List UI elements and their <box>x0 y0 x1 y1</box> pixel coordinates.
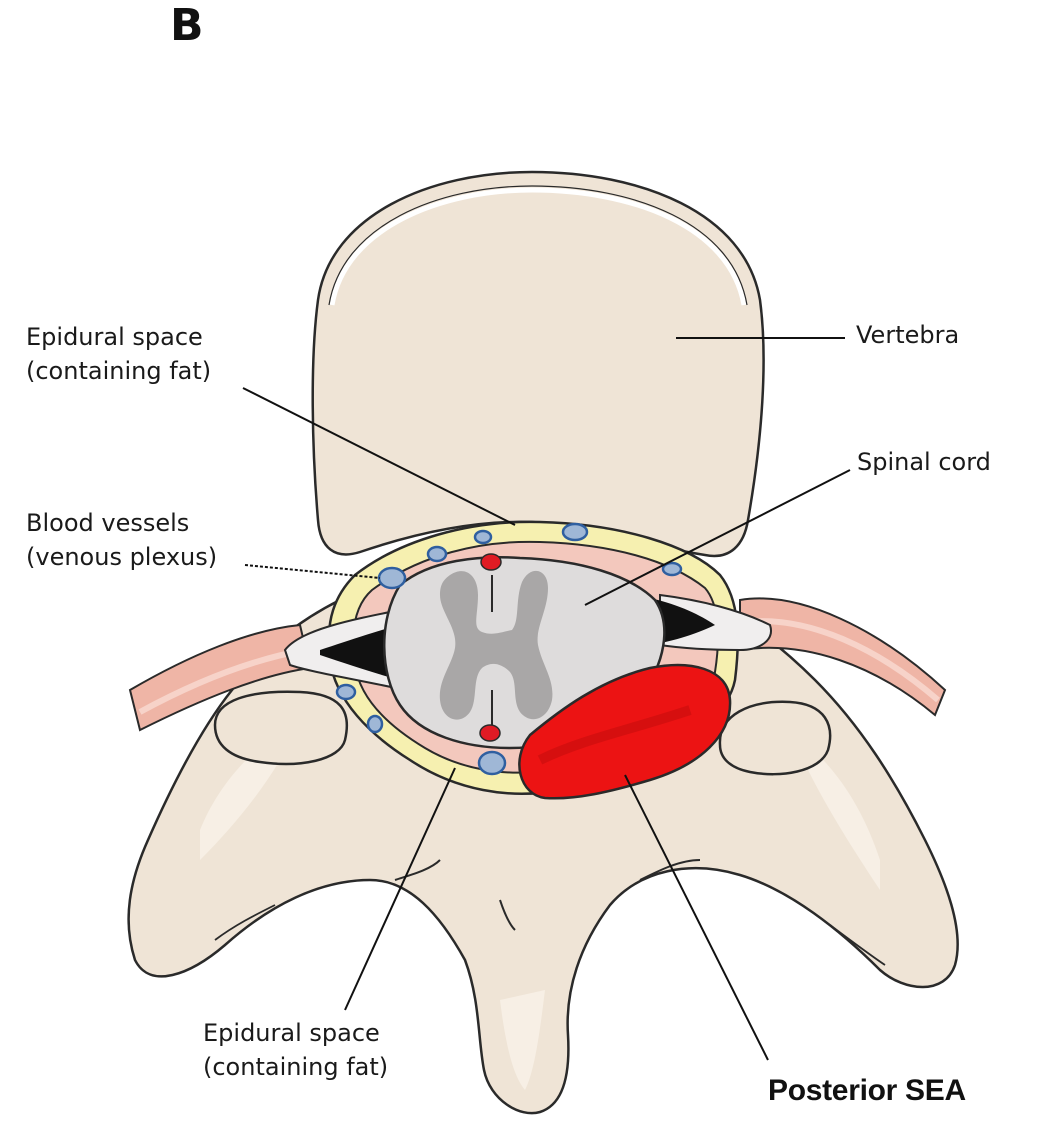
label-epidural-space-top-line2: (containing fat) <box>26 354 211 388</box>
label-spinal-cord: Spinal cord <box>857 445 991 479</box>
vein <box>379 568 405 588</box>
vein <box>563 524 587 540</box>
vein <box>428 547 446 561</box>
label-epidural-space-bottom-line1: Epidural space <box>203 1016 388 1050</box>
vein <box>475 531 491 543</box>
label-blood-vessels: Blood vessels (venous plexus) <box>26 506 217 574</box>
articular-process-left <box>215 692 347 764</box>
label-epidural-space-bottom: Epidural space (containing fat) <box>203 1016 388 1084</box>
vein <box>368 716 382 732</box>
label-blood-vessels-line2: (venous plexus) <box>26 540 217 574</box>
anterior-spinal-artery <box>481 554 501 570</box>
posterior-spinal-artery <box>480 725 500 741</box>
label-vertebra: Vertebra <box>856 318 959 352</box>
label-epidural-space-top: Epidural space (containing fat) <box>26 320 211 388</box>
label-epidural-space-bottom-line2: (containing fat) <box>203 1050 388 1084</box>
vein <box>479 752 505 774</box>
label-epidural-space-top-line1: Epidural space <box>26 320 211 354</box>
label-blood-vessels-line1: Blood vessels <box>26 506 217 540</box>
articular-process-right <box>720 702 830 774</box>
label-posterior-sea: Posterior SEA <box>768 1074 966 1108</box>
vein <box>337 685 355 699</box>
